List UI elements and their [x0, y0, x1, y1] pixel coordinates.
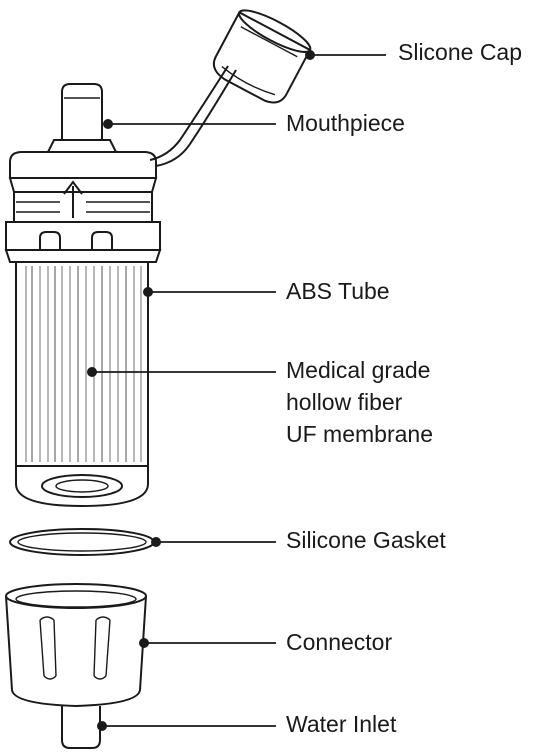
- label-abs-tube: ABS Tube: [286, 278, 390, 304]
- water-inlet-part: [61, 706, 101, 749]
- connector-part: [5, 583, 147, 708]
- silicone-cap-part: [149, 9, 312, 167]
- label-silicone-cap: Slicone Cap: [398, 39, 523, 65]
- label-silicone-gasket: Silicone Gasket: [286, 527, 446, 553]
- silicone-gasket-part: [9, 528, 155, 556]
- label-mouthpiece: Mouthpiece: [286, 110, 405, 136]
- label-connector: Connector: [286, 629, 393, 655]
- label-membrane-line3: UF membrane: [286, 421, 433, 447]
- abs-tube-part: [15, 261, 149, 508]
- filter-top-housing: [4, 151, 162, 263]
- label-membrane-line2: hollow fiber: [286, 389, 403, 415]
- label-membrane-line1: Medical grade: [286, 357, 431, 383]
- leader-lines: [87, 50, 386, 731]
- label-water-inlet: Water Inlet: [286, 711, 397, 737]
- hollow-fiber-membrane: [25, 266, 142, 462]
- mouthpiece-part: [46, 83, 118, 153]
